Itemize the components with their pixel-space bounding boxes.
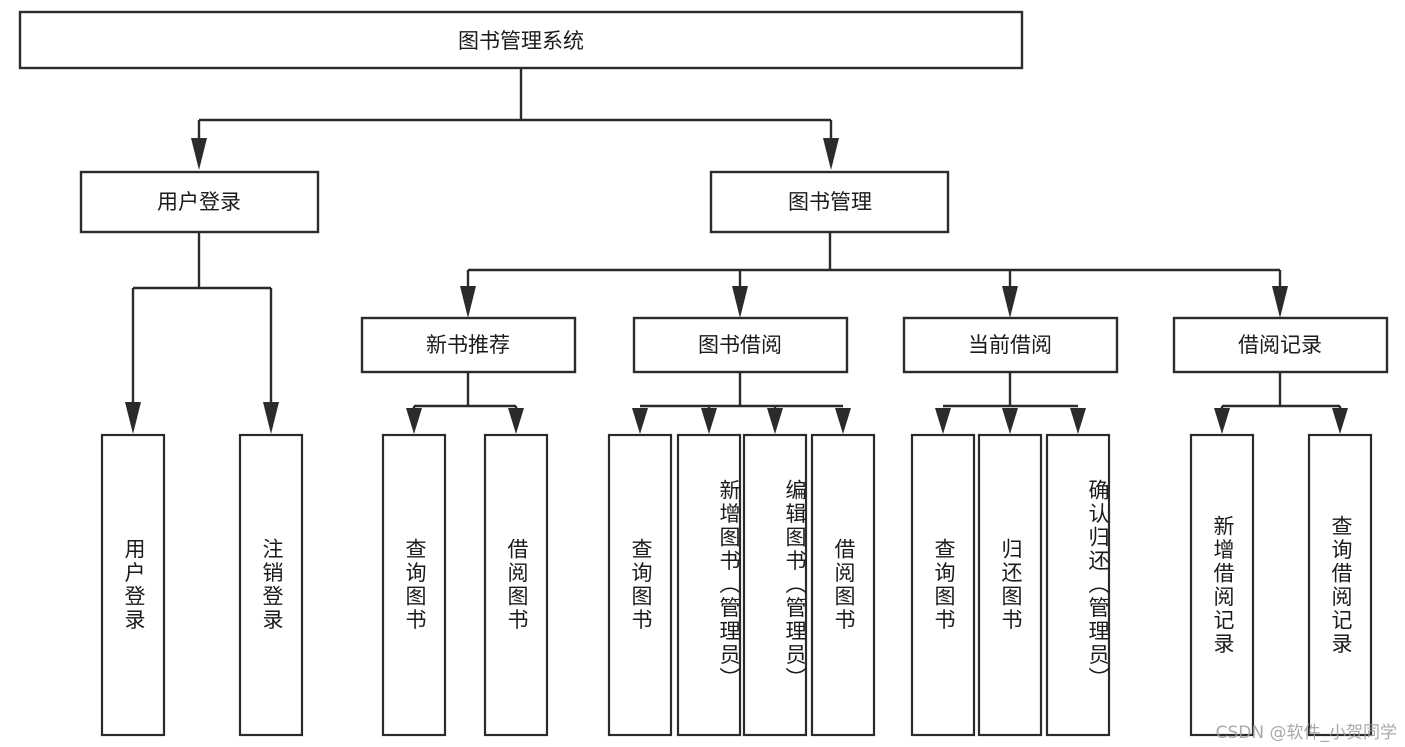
arrow-head-icon <box>125 402 141 434</box>
leaf-box-add-record[interactable] <box>1189 433 1255 737</box>
leaf-box-add-book[interactable] <box>676 433 742 737</box>
leaf-box-query-record[interactable] <box>1307 433 1373 737</box>
arrow-head-icon <box>508 408 524 434</box>
node-new-book-recommend[interactable]: 新书推荐 <box>360 316 577 374</box>
arrow-head-icon <box>1070 408 1086 434</box>
arrow-head-icon <box>1002 408 1018 434</box>
arrow-head-icon <box>935 408 951 434</box>
arrow-head-icon <box>191 138 207 170</box>
arrow-head-icon <box>701 408 717 434</box>
leaf-box-borrow-book-1[interactable] <box>483 433 549 737</box>
arrow-head-icon <box>1272 286 1288 318</box>
leaf-box-edit-book[interactable] <box>742 433 808 737</box>
book-borrow-box[interactable] <box>632 316 849 374</box>
user-login-label: 用户登录 <box>157 190 241 214</box>
node-root[interactable]: 图书管理系统 <box>18 10 1024 70</box>
node-user-login[interactable]: 用户登录 <box>79 170 320 234</box>
leaf-box-borrow-book-2[interactable] <box>810 433 876 737</box>
current-borrow-box[interactable] <box>902 316 1119 374</box>
arrow-head-icon <box>823 138 839 170</box>
book-borrow-label: 图书借阅 <box>698 333 782 357</box>
book-management-label: 图书管理 <box>788 190 872 214</box>
arrow-head-icon <box>1002 286 1018 318</box>
arrow-head-icon <box>263 402 279 434</box>
leaf-box-user-logout[interactable] <box>238 433 304 737</box>
leaf-box-query-book-1[interactable] <box>381 433 447 737</box>
node-current-borrow[interactable]: 当前借阅 <box>902 316 1119 374</box>
borrow-record-label: 借阅记录 <box>1238 333 1322 357</box>
leaf-box-user-login[interactable] <box>100 433 166 737</box>
leaf-box-query-book-3[interactable] <box>910 433 976 737</box>
arrow-head-icon <box>1332 408 1348 434</box>
arrow-head-icon <box>732 286 748 318</box>
arrow-head-icon <box>632 408 648 434</box>
node-borrow-record[interactable]: 借阅记录 <box>1172 316 1389 374</box>
arrow-head-icon <box>767 408 783 434</box>
leaf-box-query-book-2[interactable] <box>607 433 673 737</box>
current-borrow-label: 当前借阅 <box>968 333 1052 357</box>
root-box[interactable] <box>18 10 1024 70</box>
arrow-head-icon <box>1214 408 1230 434</box>
leaf-box-return-book[interactable] <box>977 433 1043 737</box>
arrow-head-icon <box>460 286 476 318</box>
node-book-borrow[interactable]: 图书借阅 <box>632 316 849 374</box>
new-book-recommend-label: 新书推荐 <box>426 333 510 357</box>
node-book-management[interactable]: 图书管理 <box>709 170 950 234</box>
arrow-head-icon <box>835 408 851 434</box>
leaf-box-confirm-return[interactable] <box>1045 433 1111 737</box>
borrow-record-box[interactable] <box>1172 316 1389 374</box>
book-management-box[interactable] <box>709 170 950 234</box>
new-book-recommend-box[interactable] <box>360 316 577 374</box>
root-label: 图书管理系统 <box>458 29 584 53</box>
arrow-head-icon <box>406 408 422 434</box>
